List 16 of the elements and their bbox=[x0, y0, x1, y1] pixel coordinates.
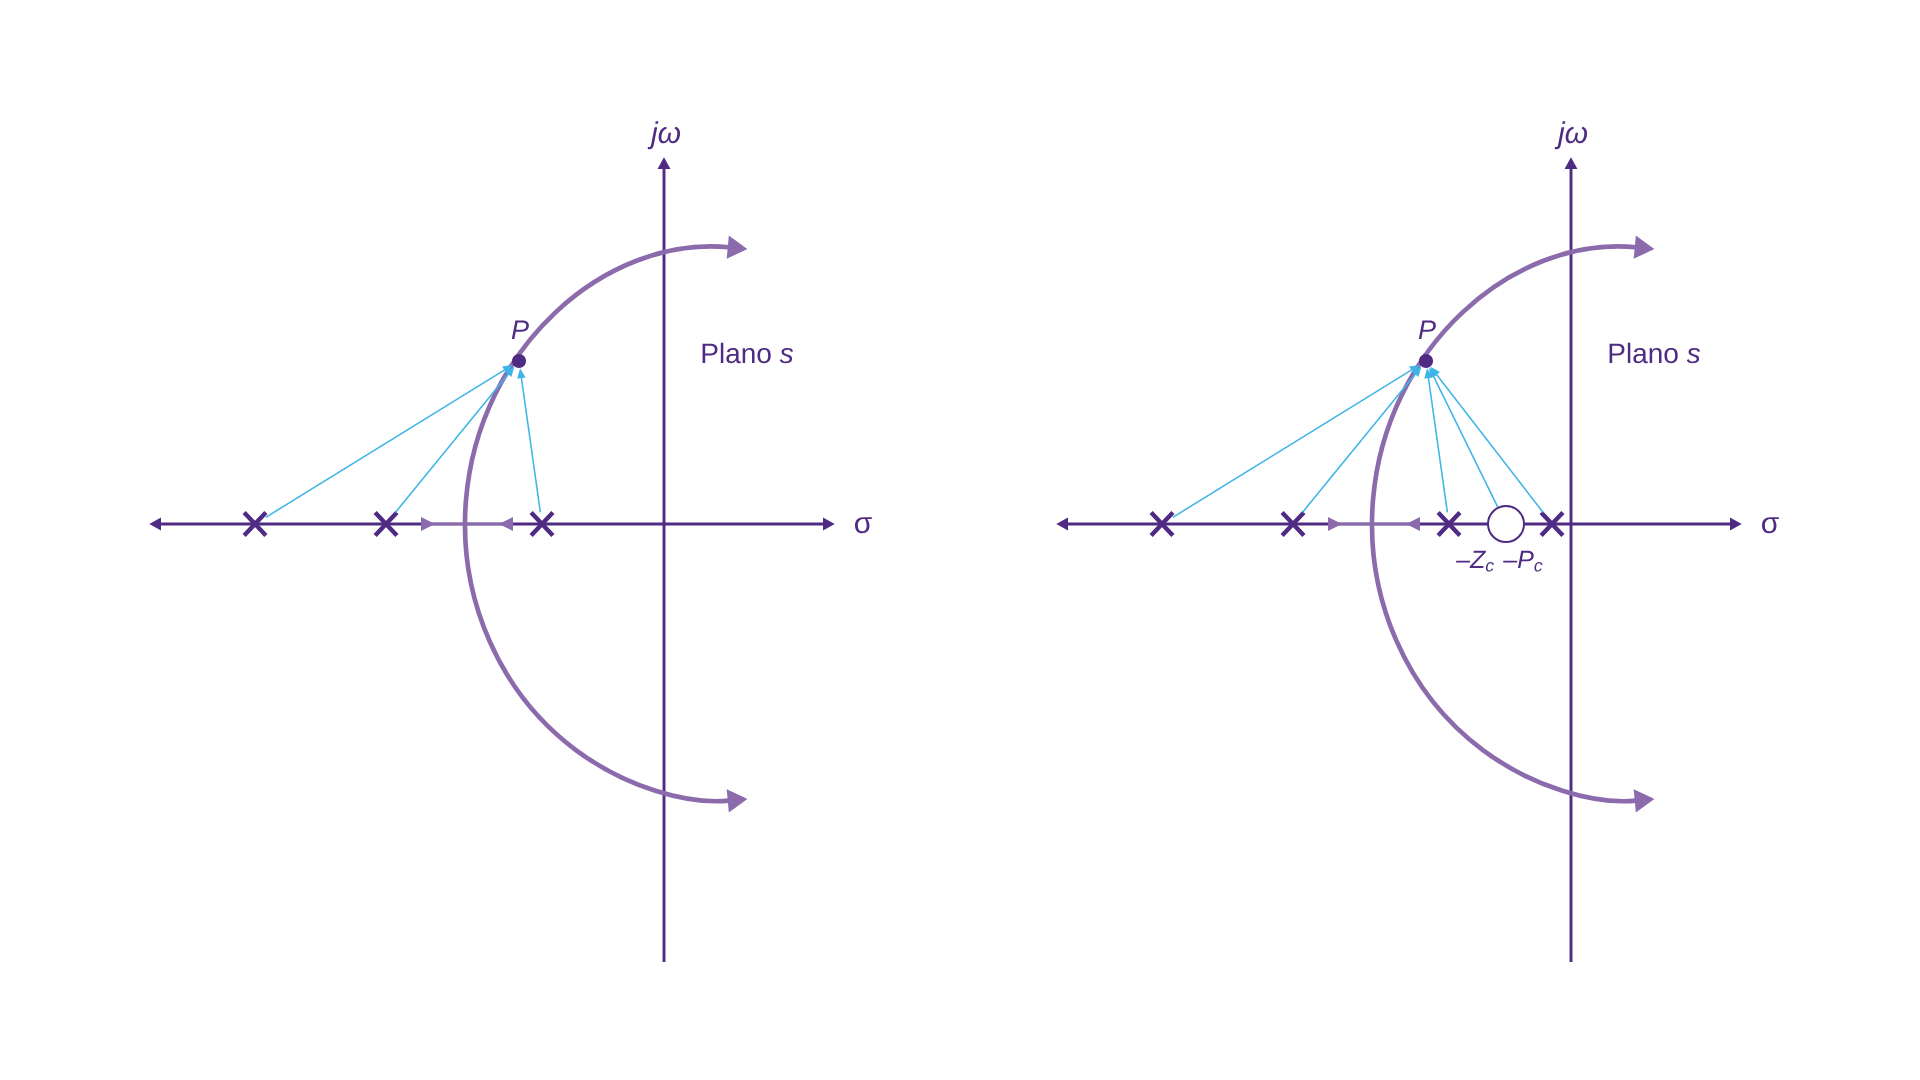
axis-label: σ bbox=[855, 517, 872, 534]
plane-label: Plano s bbox=[702, 342, 794, 364]
pole-cross bbox=[372, 510, 400, 538]
pole-cross bbox=[1435, 510, 1463, 538]
axis-label: jω bbox=[647, 121, 681, 150]
point-label: P bbox=[1418, 320, 1436, 339]
zero-label: –Z$_{c}$ bbox=[1456, 550, 1494, 572]
pole-label: –P$_{c}$ bbox=[1503, 550, 1543, 572]
pole-cross bbox=[241, 510, 269, 538]
axis-label: jω bbox=[1554, 121, 1588, 150]
pole-cross bbox=[528, 510, 556, 538]
point-label: P bbox=[511, 320, 529, 339]
pole-cross bbox=[1279, 510, 1307, 538]
pole-cross bbox=[1148, 510, 1176, 538]
plane-label: Plano s bbox=[1609, 342, 1701, 364]
axis-label: σ bbox=[1762, 517, 1779, 534]
